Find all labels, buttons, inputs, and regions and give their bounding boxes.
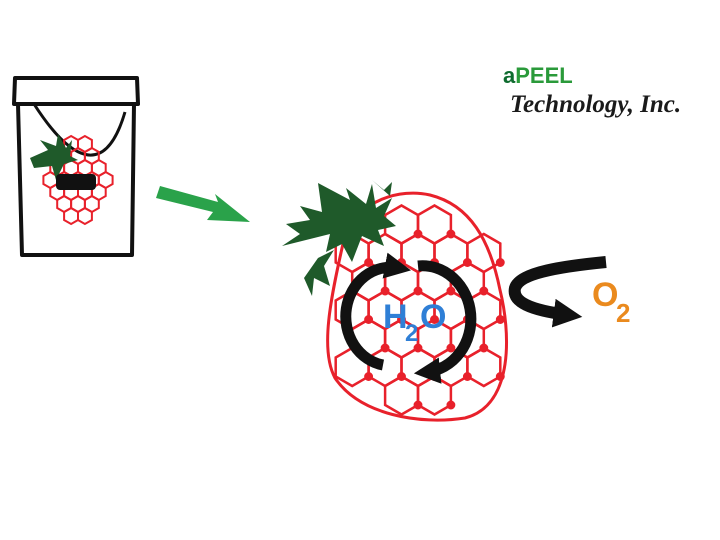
water-h: H <box>383 298 408 336</box>
mesh-node <box>495 315 505 324</box>
leaves <box>282 180 396 296</box>
bucket-icon <box>12 76 140 257</box>
mesh-cell <box>416 375 453 416</box>
oxygen-o: O <box>592 276 619 314</box>
mesh-cell <box>63 206 79 226</box>
mesh-cell <box>383 375 420 416</box>
mesh-node <box>495 372 505 381</box>
water-o: O <box>420 298 447 336</box>
large-strawberry-icon <box>282 180 508 422</box>
water-subscript: 2 <box>405 320 419 347</box>
mesh-node <box>495 258 505 267</box>
logo-brand: PEEL <box>515 63 573 88</box>
company-logo: aPEEL <box>503 63 573 89</box>
logo-prefix: a <box>503 63 516 88</box>
cycle-arrows-icon <box>340 252 477 384</box>
green-arrow-icon <box>156 186 250 222</box>
mesh-cell <box>466 346 502 388</box>
mesh-node <box>446 400 456 410</box>
logo-company-name: Technology, Inc. <box>510 91 682 118</box>
exit-arrow-icon <box>508 256 607 328</box>
small-strawberry-icon <box>30 134 114 226</box>
mesh-cell <box>77 206 93 226</box>
oxygen-subscript: 2 <box>616 298 631 328</box>
